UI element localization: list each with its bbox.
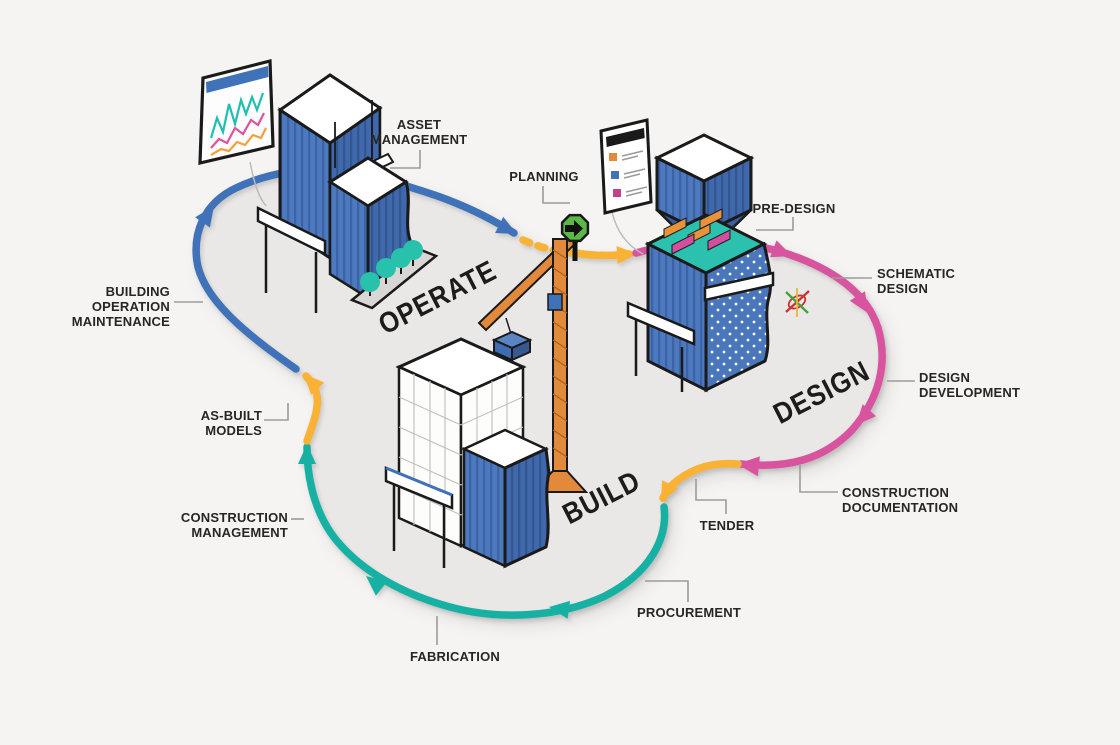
label-pre-design: PRE-DESIGN [752, 201, 836, 216]
design-arrowhead [737, 456, 760, 477]
operate-arc [192, 165, 518, 373]
label-as-built-models: AS-BUILT MODELS [200, 408, 262, 438]
rotate-gizmo-icon [785, 288, 810, 317]
planning-arrow-sign-icon [560, 213, 590, 261]
operate-arrowhead [495, 216, 517, 234]
label-fabrication: FABRICATION [409, 649, 501, 664]
checklist-icon [599, 118, 653, 215]
label-construction-documentation: CONSTRUCTION DOCUMENTATION [842, 485, 959, 515]
trees-icon [360, 240, 423, 296]
operate-building-illustration [198, 58, 439, 313]
tower-crane-icon [477, 233, 589, 493]
as-built-connector-arc [302, 372, 325, 445]
operate-arrowhead [195, 206, 214, 228]
label-construction-management: CONSTRUCTION MANAGEMENT [180, 510, 288, 540]
label-tender: TENDER [699, 518, 755, 533]
build-arc [298, 443, 669, 619]
label-procurement: PROCUREMENT [637, 605, 742, 620]
design-building-illustration [599, 118, 810, 393]
design-arrowhead [856, 404, 877, 425]
design-arrowhead [849, 291, 868, 313]
label-connectors [174, 150, 915, 645]
tender-connector-arc [659, 459, 742, 502]
label-schematic-design: SCHEMATIC DESIGN [877, 266, 956, 296]
monitor-chart-icon [198, 58, 275, 166]
label-building-operation-maintenance: BUILDING OPERATION MAINTENANCE [71, 284, 170, 329]
label-design-development: DESIGN DEVELOPMENT [919, 370, 1021, 400]
as-built-arrowhead [304, 374, 325, 395]
interior-partitions [663, 208, 731, 255]
label-asset-management: ASSET MANAGEMENT [370, 117, 468, 147]
tender-arrowhead [661, 480, 679, 502]
build-arrowhead [366, 576, 388, 596]
build-building-illustration [384, 233, 589, 569]
label-planning: PLANNING [509, 169, 579, 184]
design-arrowhead [770, 240, 792, 258]
planning-arrowhead [616, 246, 637, 265]
build-arrowhead [549, 600, 571, 619]
build-arrowhead [298, 444, 316, 464]
